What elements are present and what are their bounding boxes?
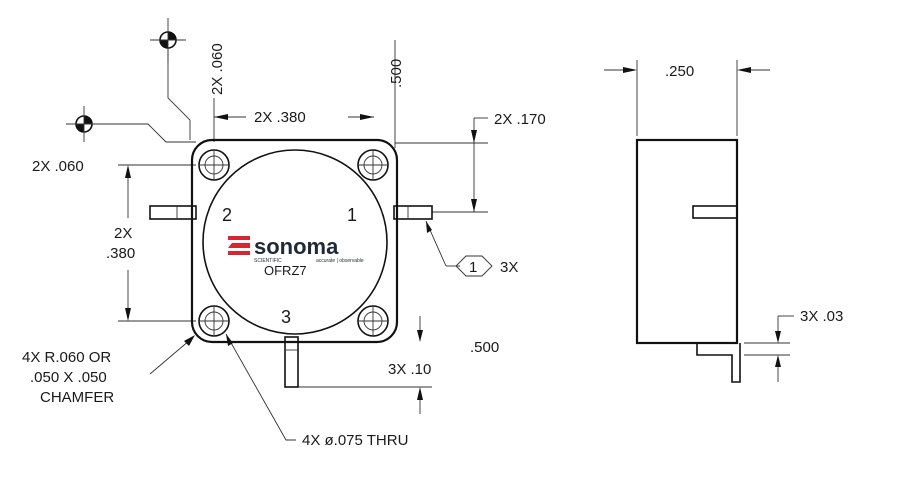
- lead-pin-3: [284, 336, 299, 388]
- dim-left-height-2: .380: [106, 245, 135, 262]
- mounting-hole: [198, 305, 230, 337]
- mounting-hole: [357, 149, 389, 181]
- callout-qty: 3X: [500, 259, 518, 276]
- magnet-cover: [202, 149, 388, 335]
- sonoma-logo: sonoma SCIENTIFIC accurate | observable …: [228, 234, 364, 278]
- brand-sub-right: accurate | observable: [316, 258, 364, 264]
- dim-lead-offset-label: 2X .170: [494, 111, 546, 128]
- hole-note: 4X ø.075 THRU: [302, 432, 408, 449]
- dim-lead-len: 3X .10: [388, 361, 431, 378]
- side-bottom-lead: [696, 343, 741, 383]
- dim-thickness: .250: [665, 63, 694, 80]
- datum-target-left: [66, 106, 196, 143]
- dim-bottom-500: .500: [470, 339, 499, 356]
- dim-height-right-label: .500: [388, 59, 405, 88]
- dim-left-height-1: 2X: [114, 225, 132, 242]
- side-lead: [692, 205, 738, 219]
- side-view: .250 3X .03: [604, 60, 843, 383]
- model-number: OFRZ7: [264, 263, 307, 278]
- radius-note-line-1: 4X R.060 OR: [22, 349, 111, 366]
- mounting-hole: [357, 305, 389, 337]
- datum-target-top: [150, 18, 191, 140]
- callout-hexagon: [455, 255, 493, 277]
- package-body: [190, 138, 399, 344]
- brand-sub-left: SCIENTIFIC: [254, 258, 282, 264]
- brand-name: sonoma: [254, 234, 339, 259]
- pin-3-label: 3: [281, 307, 291, 327]
- mounting-hole: [198, 149, 230, 181]
- dim-top-tol-label: 2X .060: [209, 43, 226, 95]
- pin-1-label: 1: [347, 205, 357, 225]
- callout-number: 1: [469, 259, 477, 276]
- radius-note-line-2: .050 X .050: [30, 369, 107, 386]
- dim-width-label: 2X .380: [254, 109, 306, 126]
- lead-pin-2: [149, 205, 197, 220]
- dim-lead-thk: 3X .03: [800, 308, 843, 325]
- pin-2-label: 2: [222, 205, 232, 225]
- radius-note-line-3: CHAMFER: [40, 389, 114, 406]
- side-body: [635, 138, 739, 345]
- dim-left-hole-label: 2X .060: [32, 158, 84, 175]
- top-view: 2X .380 2X .170 2X .380 2X .060 2X .060 …: [22, 18, 546, 449]
- lead-pin-1: [393, 205, 433, 220]
